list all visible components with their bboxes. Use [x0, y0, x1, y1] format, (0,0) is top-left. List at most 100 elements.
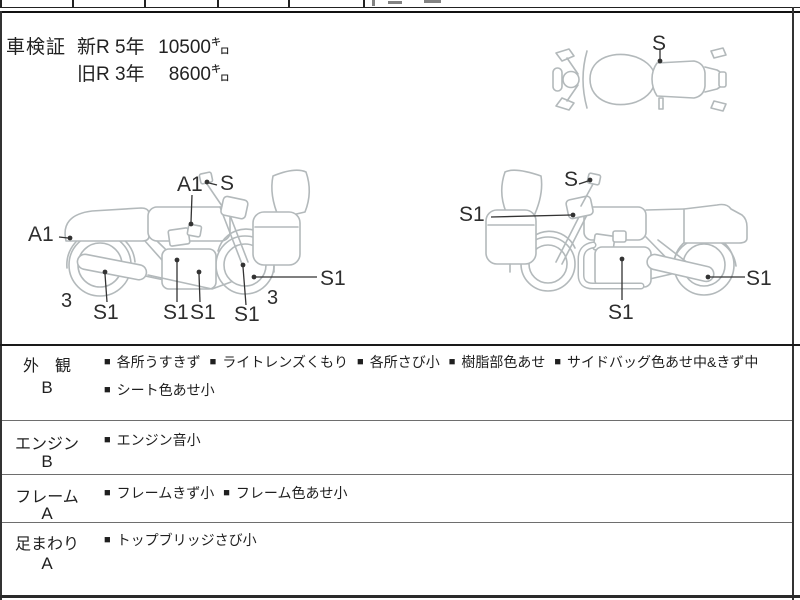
pointer-seat: [657, 49, 663, 64]
square-bullet-icon: ■: [554, 355, 562, 368]
square-bullet-icon: ■: [104, 383, 111, 396]
square-bullet-icon: ■: [104, 355, 111, 368]
condition-items-line: ■エンジン音小: [104, 430, 201, 450]
header-column-line: [217, 0, 219, 8]
motorcycle-left-side-diagram: [58, 169, 317, 306]
windshield-top-view: [582, 50, 588, 109]
pointer-engine-left: [174, 257, 180, 302]
muffler: [76, 253, 148, 281]
shaken-label: 車検証: [6, 37, 67, 58]
square-bullet-icon: ■: [357, 355, 364, 368]
condition-grade: A: [41, 504, 53, 523]
header-column-line: [288, 0, 290, 8]
condition-item: ■樹脂部色あせ: [448, 354, 546, 370]
condition-category: 足まわり: [14, 536, 79, 553]
condition-items-line: ■フレームきず小 ■フレーム色あせ小: [104, 483, 348, 503]
label-left-front-side: S1: [320, 267, 346, 290]
shaken-old-km: 8600㌔: [168, 64, 230, 85]
condition-item: ■ライトレンズくもり: [209, 354, 349, 370]
sheet-right-border: [792, 7, 794, 600]
sheet-top-border: [0, 11, 800, 13]
shaken-new-years: 5年: [115, 37, 145, 58]
tail-cowl: [64, 207, 150, 242]
headlight: [220, 195, 249, 220]
pointer-front-wheel: [240, 262, 247, 306]
side-bag: [485, 209, 537, 273]
pointer-rear-wheel: [705, 274, 745, 280]
condition-items-line: ■各所うすきず ■ライトレンズくもり ■各所さび小 ■樹脂部色あせ ■サイドバッ…: [104, 352, 758, 372]
sheet-bottom-border: [0, 595, 800, 598]
pointer-mirror: [578, 177, 593, 185]
condition-category: 外 観: [22, 358, 71, 375]
mirrors-top-view: [555, 48, 579, 111]
pointer-engine: [619, 256, 625, 300]
label-left-tank: A1: [177, 173, 203, 196]
condition-row-separator: [2, 420, 792, 421]
label-left-engine-b: S1: [190, 301, 216, 324]
rear-pegs-top-view: [710, 47, 727, 112]
label-right-engine: S1: [608, 301, 634, 324]
pointer-muffler: [102, 269, 108, 303]
condition-item: ■フレームきず小: [104, 485, 215, 501]
square-bullet-icon: ■: [104, 486, 111, 499]
handlebar-stem: [580, 183, 594, 207]
shaken-new-km: 10500㌔: [158, 37, 230, 58]
label-right-front-fork: S1: [459, 203, 485, 226]
condition-category: フレーム: [15, 489, 79, 506]
windshield: [500, 169, 543, 219]
condition-grade: B: [41, 378, 53, 397]
seat-line: [645, 208, 685, 211]
label-left-muffler: S1: [93, 301, 119, 324]
square-bullet-icon: ■: [223, 486, 230, 499]
pointer-mirror: [204, 179, 218, 186]
carburetor: [167, 223, 203, 247]
square-bullet-icon: ■: [104, 533, 111, 546]
square-bullet-icon: ■: [104, 433, 111, 446]
condition-grade: A: [41, 554, 53, 573]
tail-cowl: [683, 203, 748, 244]
shaken-old-years: 3年: [115, 64, 145, 85]
header-cutoff-text-mark: [388, 1, 402, 4]
exhaust-pipe: [147, 274, 232, 290]
front-wheel-top-view: [552, 67, 563, 92]
muffler: [646, 253, 715, 283]
engine-block: [161, 248, 217, 290]
square-bullet-icon: ■: [209, 355, 217, 368]
condition-item: ■シート色あせ小: [104, 382, 215, 398]
foot-peg-top-view: [658, 97, 664, 110]
shaken-new-reg: 新R: [77, 37, 110, 58]
header-cutoff-text-mark: [424, 0, 441, 3]
pointer-front-fork: [490, 212, 576, 218]
condition-row-separator: [2, 522, 792, 523]
shaken-certificate-block: 車検証 新R 5年 10500㌔ 旧R 3年 8600㌔: [0, 32, 260, 92]
header-row-bottom-line: [0, 7, 800, 8]
header-column-line: [144, 0, 146, 8]
header-column-line: [0, 0, 2, 8]
condition-items-line: ■トップブリッジさび小: [104, 530, 257, 550]
condition-table-top-border: [0, 344, 800, 346]
condition-grade: B: [41, 452, 53, 471]
label-topview-seat: S: [652, 32, 667, 55]
windshield: [271, 169, 311, 219]
label-left-engine-a: S1: [163, 301, 189, 324]
label-left-rear-tire: 3: [61, 290, 73, 312]
shaken-old-reg: 旧R: [77, 64, 110, 85]
label-left-front-tire: 3: [267, 287, 279, 309]
headlight: [565, 195, 594, 220]
fuel-tank-top-view: [589, 53, 656, 106]
side-bag: [252, 211, 301, 273]
crash-bar: [577, 241, 645, 290]
tail-light-top-view: [718, 71, 727, 88]
condition-category: エンジン: [14, 436, 79, 453]
pointer-tank: [188, 194, 194, 227]
headlight-top-view: [562, 70, 580, 89]
label-right-rear-wheel: S1: [746, 267, 772, 290]
handlebar-stem: [206, 183, 223, 207]
label-left-front-wheel: S1: [234, 303, 260, 326]
label-left-mirror: S: [220, 172, 235, 195]
label-right-mirror: S: [564, 168, 579, 191]
square-bullet-icon: ■: [448, 355, 456, 368]
pointer-front-side: [251, 274, 317, 280]
pointer-engine-right: [196, 269, 202, 303]
